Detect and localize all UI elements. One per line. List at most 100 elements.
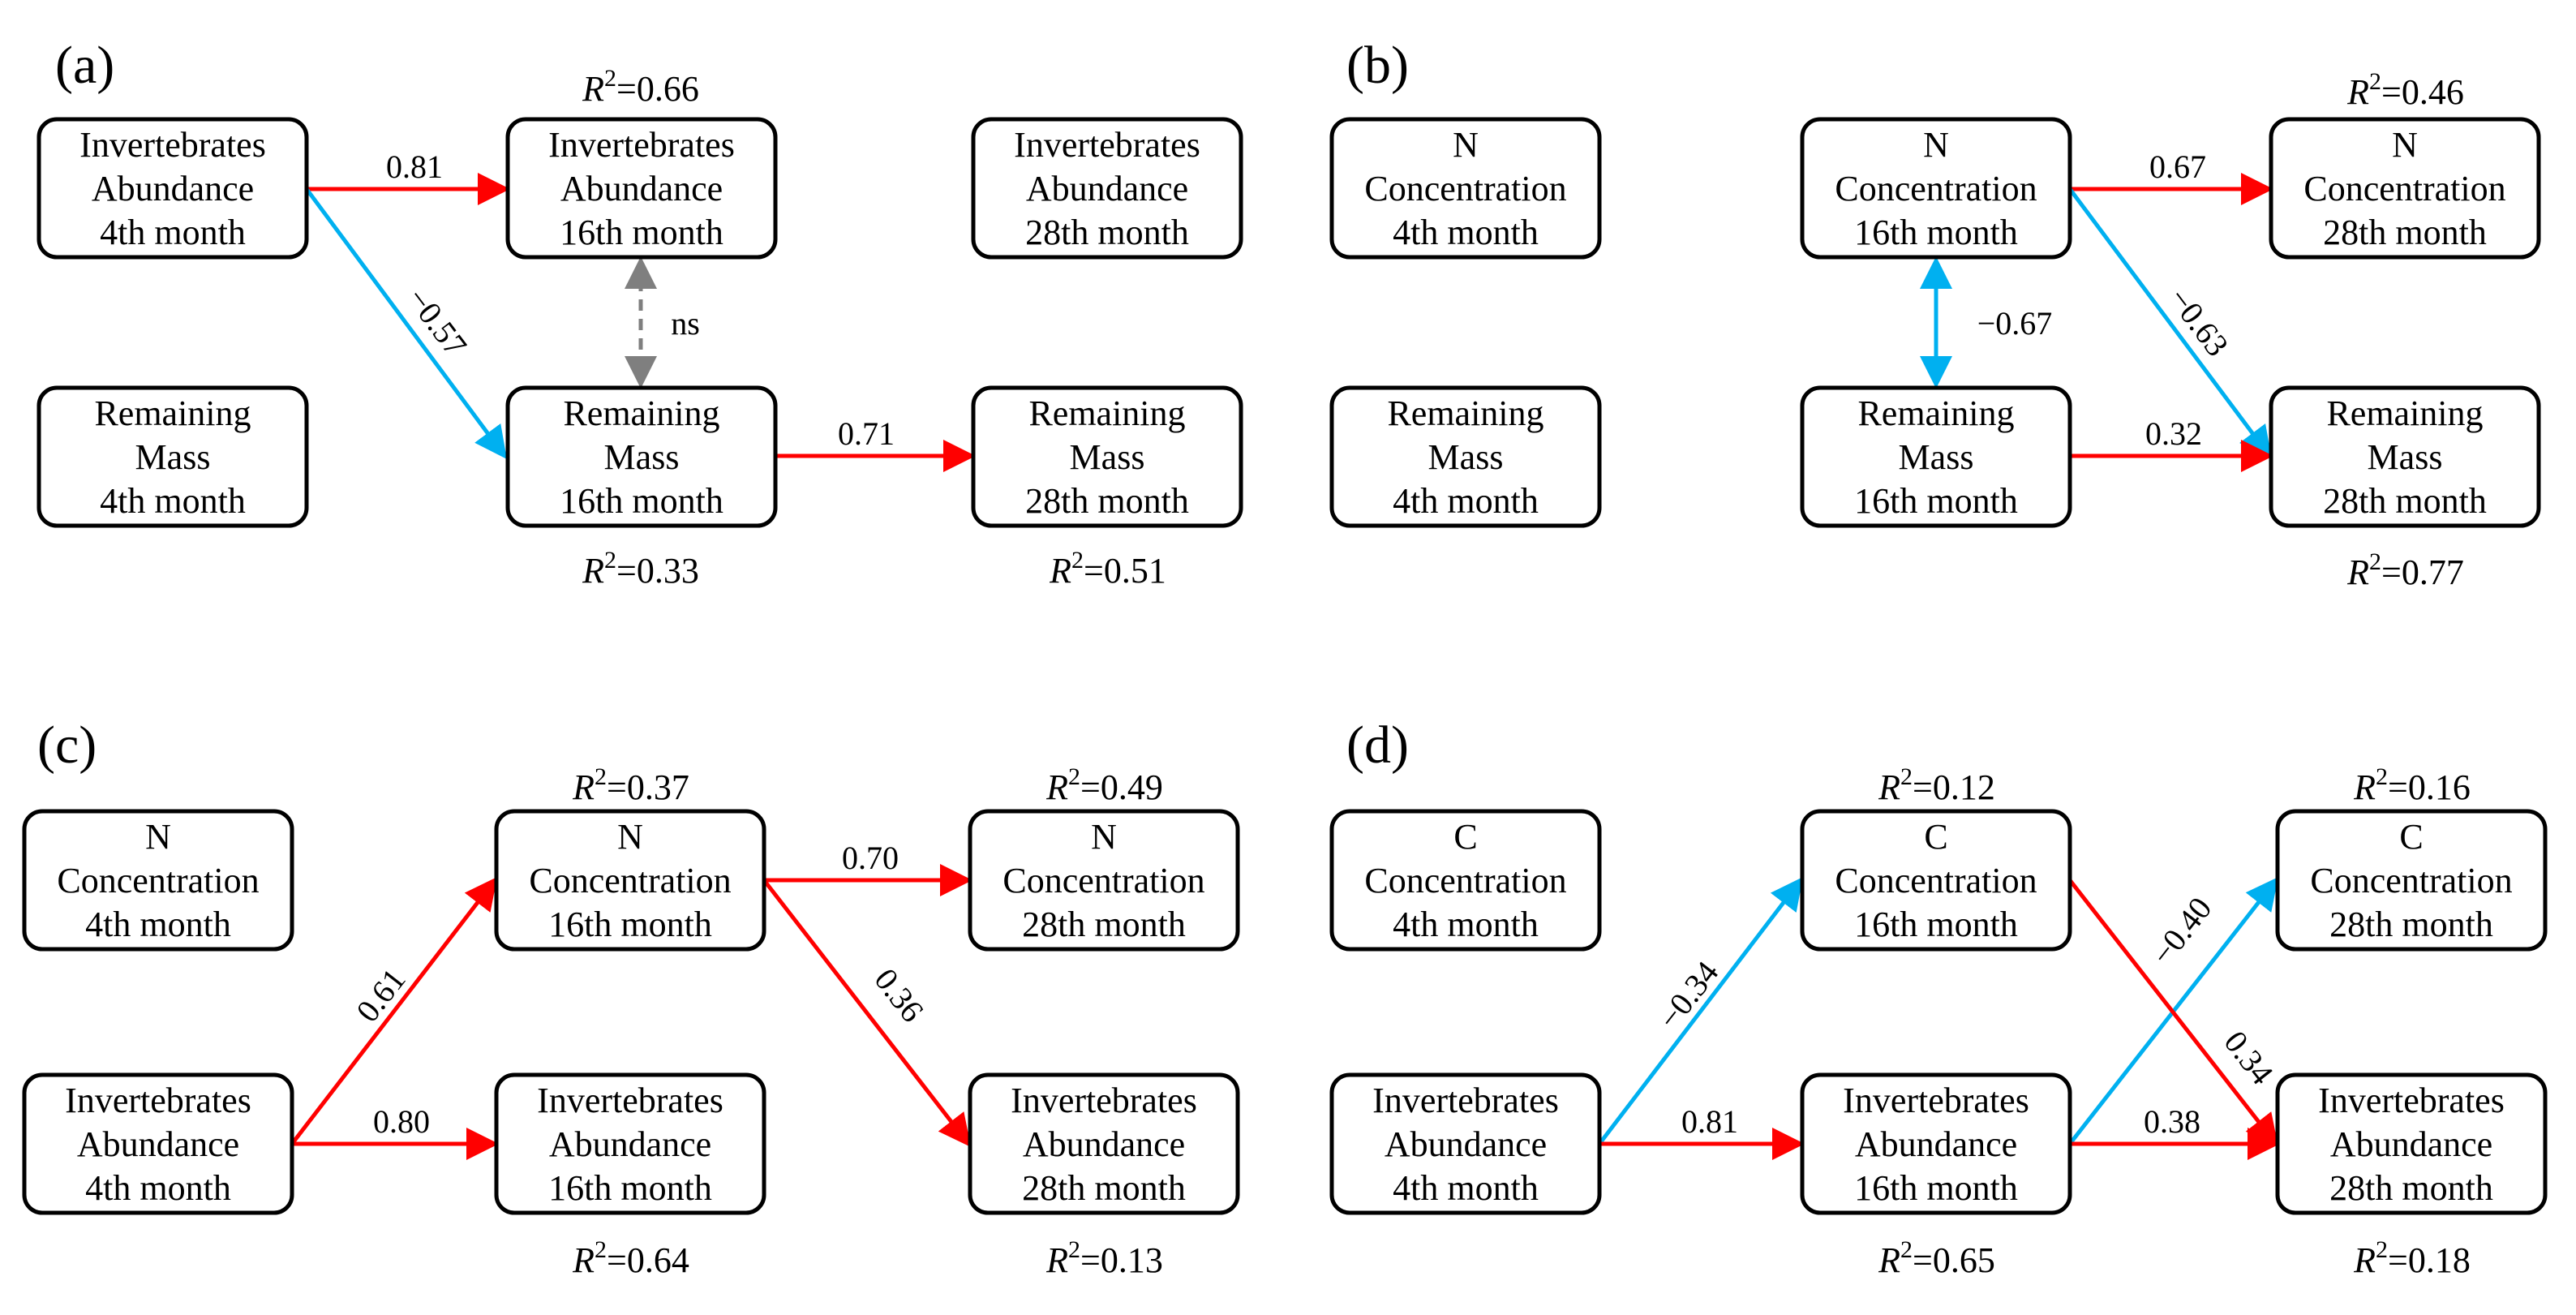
path-coefficient: 0.81 <box>1681 1103 1738 1140</box>
node-box <box>1800 385 2072 528</box>
node-label-line: N <box>1453 125 1479 165</box>
node-box <box>968 1072 1240 1215</box>
node-label-line: Abundance <box>1023 1124 1185 1164</box>
r-squared-label: R2=0.12 <box>1878 763 1995 807</box>
node-label-line: Abundance <box>549 1124 711 1164</box>
path-coefficient: −0.57 <box>400 281 474 363</box>
node-label-line: 16th month <box>1854 481 2018 521</box>
path-coefficient: 0.71 <box>838 415 895 452</box>
r-squared-label: R2=0.16 <box>2353 763 2471 807</box>
r-squared-label: R2=0.66 <box>582 65 699 109</box>
node-label-line: Invertebrates <box>1014 125 1200 165</box>
node-label-line: C <box>2399 817 2423 857</box>
path-arrow-b-n16-to-mass28 <box>2067 187 2272 460</box>
node-box <box>971 117 1243 260</box>
node-label-line: Remaining <box>1387 393 1543 433</box>
node-box <box>1329 1072 1602 1215</box>
node-label-line: 28th month <box>1022 1168 1186 1208</box>
node-label-line: 28th month <box>2323 481 2487 521</box>
r-squared-label: R2=0.33 <box>582 547 699 591</box>
node-label-line: Abundance <box>2330 1124 2492 1164</box>
node-box <box>968 809 1240 952</box>
node-label-line: Abundance <box>560 169 723 208</box>
node-label-line: Concentration <box>2303 169 2505 208</box>
path-coefficient: 0.67 <box>2149 148 2206 185</box>
node-label-line: 4th month <box>1393 1168 1539 1208</box>
r-squared-label: R2=0.51 <box>1049 547 1166 591</box>
node-label-line: 16th month <box>548 905 712 944</box>
node-label-line: Invertebrates <box>65 1081 251 1120</box>
node-label-line: C <box>1453 817 1477 857</box>
node-label-line: 28th month <box>1022 905 1186 944</box>
path-coefficient: −0.40 <box>2144 890 2218 972</box>
node-box <box>1329 385 1602 528</box>
path-arrow-c-n16-to-inv28 <box>762 879 972 1147</box>
path-coefficient: ns <box>671 305 700 342</box>
node-label-line: N <box>617 817 643 857</box>
node-label-line: Invertebrates <box>537 1081 723 1120</box>
node-label-line: Mass <box>1428 437 1504 477</box>
r-squared-label: R2=0.46 <box>2346 68 2464 112</box>
path-arrow-a-inv4-to-mass16 <box>304 187 507 460</box>
node-label-line: 4th month <box>85 1168 231 1208</box>
node-box <box>36 117 309 260</box>
node-label-line: Invertebrates <box>1843 1081 2029 1120</box>
node-label-line: Remaining <box>2326 393 2483 433</box>
node-label-line: Remaining <box>1857 393 2014 433</box>
node-label-line: Remaining <box>563 393 719 433</box>
node-box <box>22 1072 294 1215</box>
node-label-line: Remaining <box>1028 393 1185 433</box>
node-label-line: C <box>1924 817 1947 857</box>
r-squared-label: R2=0.18 <box>2353 1236 2471 1280</box>
r-squared-label: R2=0.65 <box>1878 1236 1995 1280</box>
node-box <box>1329 809 1602 952</box>
node-label-line: N <box>1091 817 1117 857</box>
path-arrow-d-inv4-to-c16 <box>1598 877 1804 1145</box>
node-label-line: Abundance <box>1385 1124 1547 1164</box>
node-label-line: Concentration <box>57 861 259 900</box>
panel-label-b: (b) <box>1346 36 1409 95</box>
path-coefficient: 0.32 <box>2145 415 2202 452</box>
panel-label-c: (c) <box>37 716 97 775</box>
path-coefficient: 0.81 <box>386 148 443 185</box>
node-label-line: 28th month <box>2329 1168 2493 1208</box>
path-coefficient: 0.36 <box>867 961 931 1029</box>
node-label-line: Remaining <box>94 393 251 433</box>
node-label-line: 16th month <box>548 1168 712 1208</box>
node-label-line: 4th month <box>100 481 246 521</box>
node-label-line: N <box>145 817 171 857</box>
node-label-line: Mass <box>604 437 680 477</box>
node-label-line: Concentration <box>1002 861 1204 900</box>
node-label-line: 16th month <box>1854 905 2018 944</box>
node-label-line: 4th month <box>1393 905 1539 944</box>
node-label-line: Invertebrates <box>548 125 735 165</box>
panel-label-d: (d) <box>1346 716 1409 775</box>
node-label-line: 28th month <box>1025 481 1189 521</box>
node-box <box>2269 117 2541 260</box>
panel-label-a: (a) <box>55 36 114 95</box>
node-box <box>1329 117 1602 260</box>
node-c-n16: N Concentration 16th month <box>494 809 766 952</box>
path-coefficient: 0.80 <box>373 1103 430 1140</box>
node-label-line: 28th month <box>1025 213 1189 252</box>
node-label-line: Concentration <box>529 861 731 900</box>
node-label-line: Abundance <box>92 169 254 208</box>
node-c-n28: N Concentration 28th month <box>968 809 1240 952</box>
